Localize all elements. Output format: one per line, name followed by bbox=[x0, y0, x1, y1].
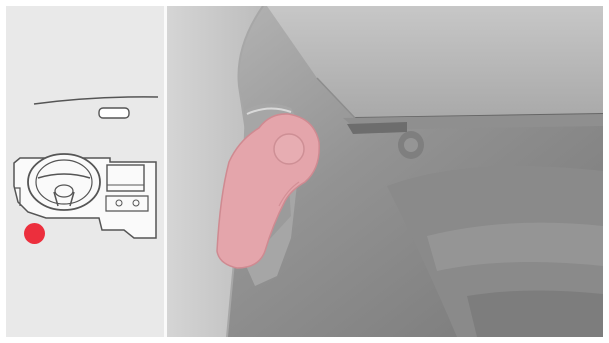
hood-release-illustration bbox=[6, 6, 603, 337]
detail-view bbox=[167, 6, 603, 337]
locator-panel bbox=[6, 6, 164, 337]
location-marker-icon bbox=[24, 223, 45, 244]
dashboard-outline-icon bbox=[6, 6, 164, 337]
interior-scene bbox=[167, 6, 603, 337]
